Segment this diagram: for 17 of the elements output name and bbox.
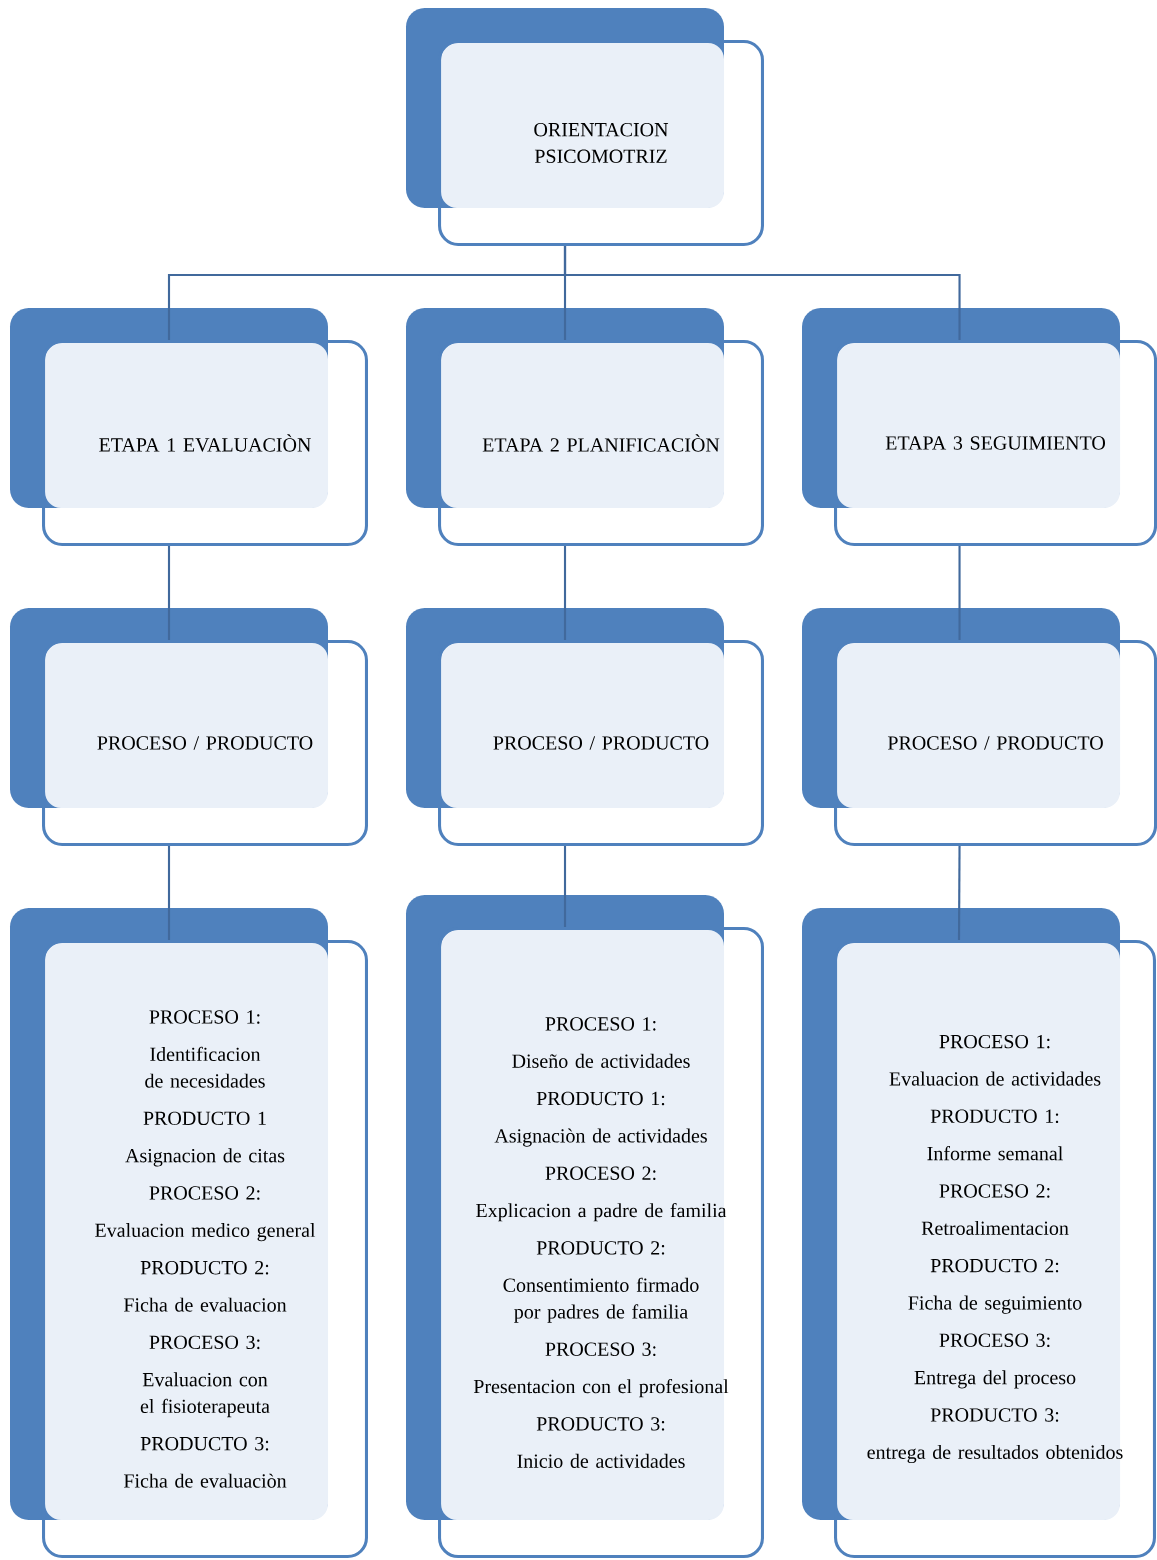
connector-line <box>958 546 961 640</box>
process-box: PROCESO / PRODUCTO <box>406 608 764 846</box>
connector-line <box>167 846 171 940</box>
process-box: PROCESO / PRODUCTO <box>10 608 368 846</box>
connector-line <box>563 546 567 640</box>
connector-line <box>167 546 171 640</box>
process-box: PROCESO 1: Identificacion de necesidades PRODUCTO 1 Asignacion de citas PROCESO 2: Evaluacion medico general PRODUCTO 2: Ficha de evaluacion PROCESO 3: Evaluacion con el fisioterapeuta PRODUCTO 3: Ficha de evaluaciòn <box>10 908 368 1558</box>
connector-line <box>563 246 961 340</box>
process-box: PROCESO / PRODUCTO <box>802 608 1157 846</box>
process-box: ETAPA 1 EVALUACIÒN <box>10 308 368 546</box>
connector-line <box>957 846 961 940</box>
connector-line <box>563 846 567 927</box>
process-box: PROCESO 1: Diseño de actividades PRODUCTO 1: Asignaciòn de actividades PROCESO 2: Explicacion a padre de familia PRODUCTO 2: Consentimiento firmado por padres de familia PROCESO 3: Presentacion con el profesional PRODUCTO 3: Inicio de actividades <box>406 895 764 1559</box>
process-box: ORIENTACION PSICOMOTRIZ <box>406 8 764 246</box>
process-box: ETAPA 2 PLANIFICACIÒN <box>406 308 764 546</box>
process-box: PROCESO 1: Evaluacion de actividades PRODUCTO 1: Informe semanal PROCESO 2: Retroalimentacion PRODUCTO 2: Ficha de seguimiento PROCESO 3: Entrega del proceso PRODUCTO 3: entrega de resultados obtenidos <box>802 908 1156 1558</box>
process-box: ETAPA 3 SEGUIMIENTO <box>802 308 1157 546</box>
